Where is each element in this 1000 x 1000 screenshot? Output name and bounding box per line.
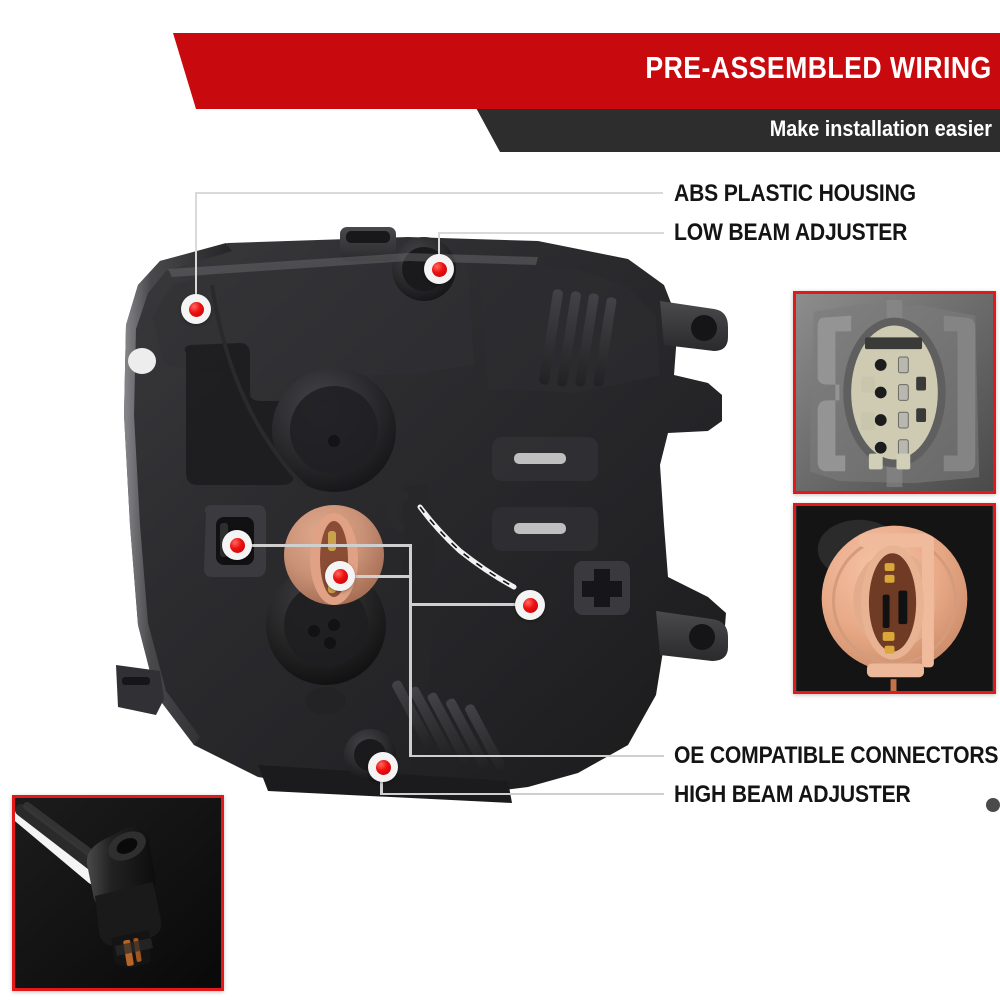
bulb-socket-slot-1 [882, 594, 890, 629]
marker-connector-left[interactable] [222, 530, 252, 560]
callout-label-high-beam-adjuster: HIGH BEAM ADJUSTER [674, 781, 911, 808]
mount-foot-left-slot [122, 677, 150, 685]
bulb-socket-latch-side [922, 535, 934, 668]
connector-key-2 [861, 412, 875, 430]
leader-abs-vertical [195, 192, 197, 310]
mount-tab-upper-hole [691, 315, 717, 341]
inset-bulb-connector-tan [793, 503, 996, 694]
bulb-socket-bore [116, 838, 138, 854]
connector-leg-1 [868, 453, 883, 470]
bulb-socket-ridge [115, 938, 153, 956]
inset-oe-connector-gray [793, 291, 996, 494]
slot-boss-1-slot [514, 453, 566, 464]
upper-bulb-cap-hole [328, 435, 340, 447]
header-title: PRE-ASSEMBLED WIRING [645, 50, 992, 85]
bulb-socket-wire-stub [890, 679, 897, 691]
connector-shell-left [817, 315, 852, 472]
leader-low-beam-vertical [438, 232, 440, 272]
connector-key-3 [916, 376, 927, 391]
bulb-socket-cavity [868, 553, 917, 652]
connector-key-1 [861, 376, 875, 393]
lower-cap-dimple [306, 687, 346, 715]
alignment-nub [128, 348, 156, 374]
harness-clip [387, 490, 409, 534]
bulb-socket-barrel [95, 882, 162, 946]
leader-high-beam-horizontal [380, 793, 664, 795]
callout-label-abs-plastic-housing: ABS PLASTIC HOUSING [674, 180, 916, 207]
leader-oe-conn-left [236, 544, 412, 547]
lower-bulb-cap-hole-2 [328, 619, 340, 631]
leader-oe-conn-down [409, 603, 412, 757]
lower-bulb-cap-inner [284, 583, 368, 667]
leader-oe-conn-out [409, 755, 664, 757]
mid-divider [400, 483, 434, 711]
marker-low-beam-adjuster[interactable] [424, 254, 454, 284]
bulb-wire-white [15, 809, 100, 885]
bulb-socket-slot-2 [898, 590, 908, 625]
header-subtitle-banner [475, 106, 1000, 152]
connector-pin-holes [874, 359, 887, 454]
callout-label-oe-compatible-connectors: OE COMPATIBLE CONNECTORS [674, 742, 999, 769]
connector-leg-2 [896, 453, 911, 470]
vent-tower-slot [346, 231, 390, 243]
connector-shell-right [943, 315, 976, 472]
callout-label-low-beam-adjuster: LOW BEAM ADJUSTER [674, 219, 908, 246]
connector-key-4 [916, 408, 927, 423]
clip-boss-cross [582, 569, 622, 607]
slot-boss-2-slot [514, 523, 566, 534]
leader-low-beam-horizontal [438, 232, 664, 234]
cooling-fins-top [539, 289, 617, 387]
leader-oe-conn-riser [409, 544, 412, 605]
bulb-socket-latch-bottom [866, 663, 925, 678]
lower-bulb-cap-hole-1 [308, 625, 320, 637]
pocket-upper-left [184, 343, 294, 485]
upper-bulb-cap-inner [290, 386, 378, 474]
marker-connector-wire[interactable] [515, 590, 545, 620]
connector-pin-terminals [897, 356, 909, 457]
bulb-socket-latch-top [859, 533, 930, 548]
lower-bulb-cap-hole-3 [324, 637, 336, 649]
bulb-socket-terminals [882, 563, 895, 654]
upper-wire [210, 284, 308, 489]
leader-oe-conn-bulb [339, 575, 412, 578]
corner-decoration [986, 798, 1000, 812]
header-title-banner [173, 33, 1000, 109]
connector-top-slot [864, 337, 923, 350]
leader-abs-horizontal [195, 192, 663, 194]
marker-connector-bulb[interactable] [325, 561, 355, 591]
bulb-socket-tan-pin-1 [328, 531, 336, 551]
header-subtitle: Make installation easier [769, 116, 992, 141]
harness-wire-stripe [419, 506, 515, 588]
marker-abs-plastic-housing[interactable] [181, 294, 211, 324]
mount-foot-left [116, 665, 164, 715]
cooling-fins-bottom [392, 680, 505, 770]
marker-high-beam-adjuster[interactable] [368, 752, 398, 782]
inset-bulb-socket-black [12, 795, 224, 991]
mount-tab-lower-hole [689, 624, 715, 650]
headlight-housing-assembly [108, 225, 748, 815]
leader-oe-conn-wire [409, 603, 529, 606]
